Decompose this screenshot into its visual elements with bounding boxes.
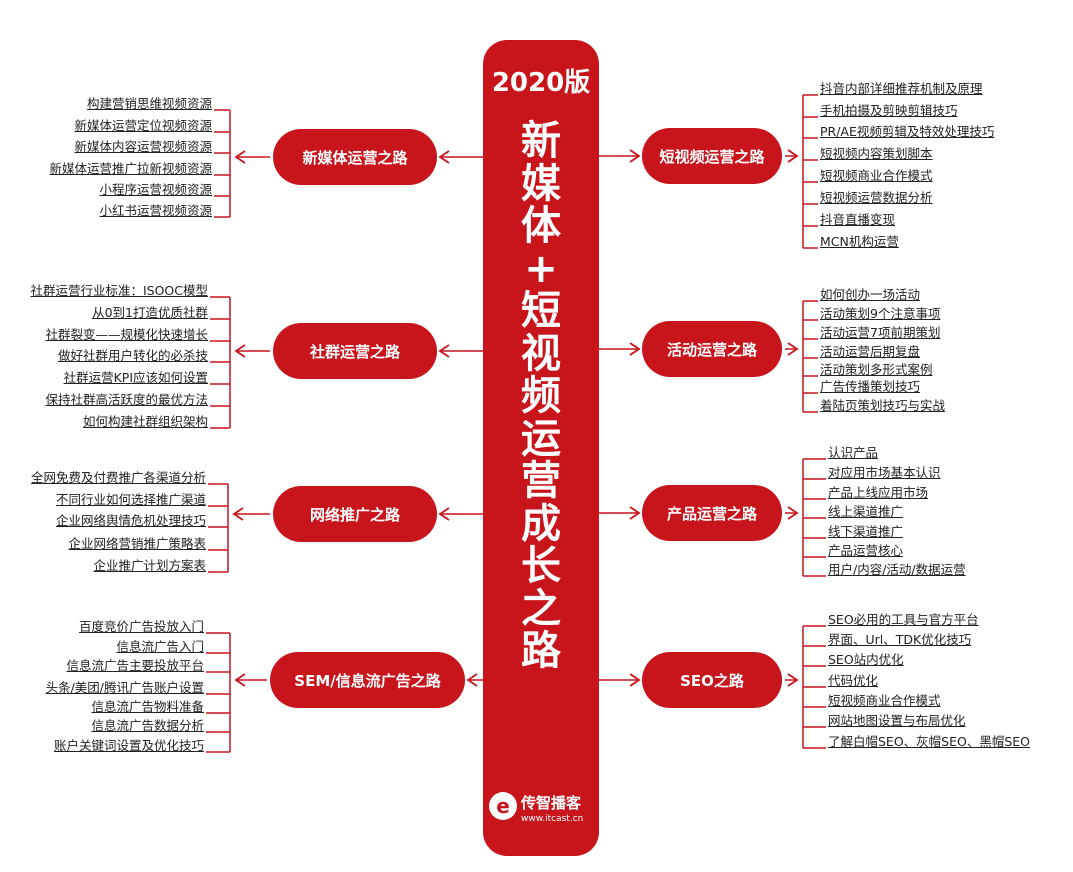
leaf-item: 头条/美团/腾讯广告账户设置	[45, 680, 204, 695]
logo-mark-icon: e	[489, 792, 517, 820]
arrow-icon	[438, 344, 450, 358]
itcast-logo: e 传智播客 www.itcast.cn	[487, 788, 595, 828]
year-label: 2020版	[491, 68, 591, 98]
title-char: 路	[521, 628, 561, 674]
leaf-item: 百度竞价广告投放入门	[78, 619, 204, 634]
leaf-item: 如何创办一场活动	[820, 287, 921, 302]
arrow-icon	[466, 673, 478, 687]
leaf-item: 新媒体运营推广拉新视频资源	[49, 161, 212, 176]
title-char: 新	[521, 118, 561, 164]
branch-node: 社群运营之路	[273, 323, 437, 379]
arrow-icon	[629, 506, 641, 520]
leaf-item: 产品上线应用市场	[828, 485, 929, 500]
leaf-item: 产品运营核心	[828, 543, 904, 558]
leaf-item: 短视频商业合作模式	[828, 693, 941, 708]
leaf-item: 企业网络舆情危机处理技巧	[55, 513, 206, 528]
leaf-item: 用户/内容/活动/数据运营	[828, 562, 966, 577]
leaf-item: 活动策划9个注意事项	[820, 306, 941, 321]
title-char: 短	[521, 288, 561, 334]
branch-node: SEM/信息流广告之路	[270, 652, 465, 708]
leaf-item: 活动运营后期复盘	[820, 344, 921, 359]
leaf-item: 全网免费及付费推广各渠道分析	[30, 470, 206, 485]
leaf-item: 信息流广告主要投放平台	[66, 658, 204, 673]
arrow-icon	[232, 507, 244, 521]
leaf-item: 抖音直播变现	[820, 212, 896, 227]
leaf-item: 界面、Url、TDK优化技巧	[828, 632, 972, 647]
leaf-item: 认识产品	[828, 445, 879, 460]
title-char: 体	[521, 203, 561, 249]
leaf-item: 小程序运营视频资源	[99, 182, 212, 197]
leaf-item: 了解白帽SEO、灰帽SEO、黑帽SEO	[828, 734, 1031, 749]
leaf-item: 信息流广告物料准备	[91, 699, 204, 714]
arrow-icon	[438, 150, 450, 164]
leaf-item: 社群运营KPI应该如何设置	[63, 370, 208, 385]
central-title-block: 2020版 新媒体+短视频运营成长之路 e 传智播客 www.itcast.cn	[483, 40, 599, 856]
arrow-icon	[787, 149, 799, 163]
leaf-item: 做好社群用户转化的必杀技	[57, 348, 208, 363]
title-char: 营	[521, 458, 561, 504]
title-char: 媒	[521, 160, 561, 207]
leaf-item: 短视频商业合作模式	[820, 168, 933, 183]
leaf-item: 新媒体内容运营视频资源	[74, 139, 212, 154]
leaf-item: 社群裂变——规模化快速增长	[45, 327, 208, 342]
leaf-item: 新媒体运营定位视频资源	[74, 118, 212, 133]
leaf-item: 社群运营行业标准：ISOOC模型	[30, 283, 208, 298]
arrow-icon	[438, 507, 450, 521]
leaf-item: SEO站内优化	[828, 652, 904, 667]
arrow-icon	[629, 149, 641, 163]
logo-name: 传智播客	[521, 794, 582, 812]
arrow-icon	[629, 342, 641, 356]
leaf-item: 代码优化	[828, 673, 879, 688]
arrow-icon	[787, 506, 799, 520]
leaf-item: 短视频内容策划脚本	[820, 146, 933, 161]
leaf-item: 短视频运营数据分析	[820, 190, 933, 205]
branch-node: 活动运营之路	[642, 321, 782, 377]
branch-node: SEO之路	[642, 652, 782, 708]
leaf-item: 着陆页策划技巧与实战	[820, 398, 946, 413]
leaf-item: MCN机构运营	[820, 234, 899, 249]
leaf-item: 手机拍摄及剪映剪辑技巧	[820, 103, 958, 118]
branch-node: 网络推广之路	[273, 486, 437, 542]
leaf-item: 保持社群高活跃度的最优方法	[45, 392, 208, 407]
leaf-item: 不同行业如何选择推广渠道	[55, 492, 206, 507]
leaf-item: 网站地图设置与布局优化	[828, 713, 966, 728]
leaf-item: 活动运营7项前期策划	[820, 325, 941, 340]
leaf-item: 线下渠道推广	[828, 524, 904, 539]
title-char: 成	[521, 500, 561, 547]
branch-node: 产品运营之路	[642, 485, 782, 541]
leaf-item: PR/AE视频剪辑及特效处理技巧	[820, 124, 995, 139]
title-char: +	[524, 245, 558, 292]
leaf-item: 抖音内部详细推荐机制及原理	[820, 81, 983, 96]
title-char: 长	[521, 543, 561, 589]
logo-url: www.itcast.cn	[521, 814, 584, 824]
arrow-icon	[234, 150, 246, 164]
leaf-item: SEO必用的工具与官方平台	[828, 612, 979, 627]
leaf-item: 小红书运营视频资源	[99, 203, 212, 218]
leaf-item: 信息流广告数据分析	[91, 718, 204, 733]
title-char: 频	[521, 373, 561, 419]
title-char: 运	[521, 415, 561, 462]
main-title: 新媒体+短视频运营成长之路	[483, 120, 599, 673]
leaf-item: 企业推广计划方案表	[93, 558, 206, 573]
leaf-item: 如何构建社群组织架构	[82, 414, 208, 429]
leaf-item: 线上渠道推广	[828, 504, 904, 519]
arrow-icon	[234, 673, 246, 687]
leaf-item: 信息流广告入门	[116, 639, 204, 654]
leaf-item: 活动策划多形式案例	[820, 362, 933, 377]
title-char: 视	[521, 330, 561, 377]
branch-node: 新媒体运营之路	[273, 129, 437, 185]
leaf-item: 账户关键词设置及优化技巧	[53, 738, 204, 753]
arrow-icon	[787, 342, 799, 356]
title-char: 之	[521, 585, 561, 632]
leaf-item: 广告传播策划技巧	[820, 379, 921, 394]
leaf-item: 构建营销思维视频资源	[86, 96, 212, 111]
arrow-icon	[629, 673, 641, 687]
leaf-item: 从0到1打造优质社群	[92, 305, 208, 320]
arrow-icon	[787, 673, 799, 687]
branch-node: 短视频运营之路	[642, 128, 782, 184]
arrow-icon	[234, 344, 246, 358]
leaf-item: 对应用市场基本认识	[828, 465, 941, 480]
leaf-item: 企业网络营销推广策略表	[68, 536, 206, 551]
